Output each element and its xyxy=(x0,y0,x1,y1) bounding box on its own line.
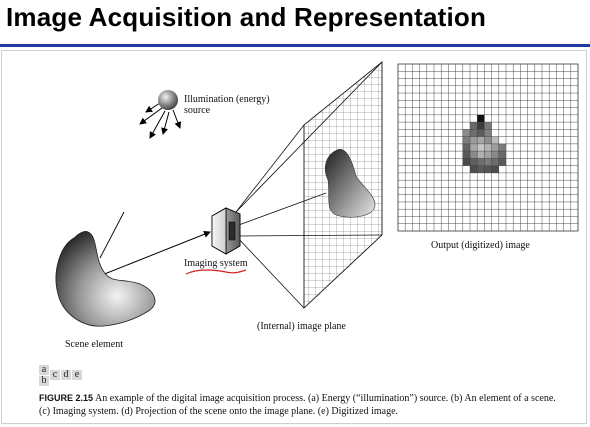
figure-frame xyxy=(1,50,587,424)
digitized-pixel xyxy=(470,151,478,159)
illumination-source xyxy=(139,90,182,139)
digitized-pixel xyxy=(498,151,506,159)
digitized-pixel xyxy=(484,165,492,173)
digitized-pixel xyxy=(484,136,492,144)
ray-arrow xyxy=(172,109,182,129)
digitized-pixel xyxy=(470,165,478,173)
digitized-pixel xyxy=(462,136,470,144)
ray-arrow xyxy=(149,110,166,139)
illumination-label-line2: source xyxy=(184,105,211,116)
digitized-pixel xyxy=(498,143,506,152)
projected-scene xyxy=(325,149,376,218)
red-annotation-underline xyxy=(185,269,247,275)
panel-key-e: e xyxy=(72,370,82,380)
digitized-pixel xyxy=(477,165,485,173)
digitized-pixel xyxy=(462,151,470,159)
caption-text: An example of the digital image acquisit… xyxy=(39,393,556,417)
panel-key-c: c xyxy=(50,370,60,380)
illumination-label: Illumination (energy) xyxy=(184,94,270,105)
digitized-pixel xyxy=(498,158,506,166)
panel-key-d: d xyxy=(61,370,71,380)
scene-element-shape xyxy=(55,231,156,327)
digitized-pixel xyxy=(484,129,492,137)
digitized-pixel xyxy=(477,151,485,159)
ray-arrow xyxy=(139,107,163,125)
digitized-pixel xyxy=(491,158,499,166)
reflected-energy-arrow xyxy=(101,230,211,276)
panel-key-a: a xyxy=(39,365,49,375)
panel-key-b: b xyxy=(39,376,49,386)
digitized-pixel xyxy=(470,143,478,152)
digitized-pixel xyxy=(477,114,485,123)
slide-title: Image Acquisition and Representation xyxy=(6,2,487,32)
output-image-label: Output (digitized) image xyxy=(431,240,530,251)
digitized-pixel xyxy=(470,122,478,130)
title-underline xyxy=(0,44,590,47)
scene-element-label: Scene element xyxy=(65,339,124,350)
output-image-grid xyxy=(397,63,579,232)
projection-rays xyxy=(235,61,383,309)
digitized-pixel xyxy=(477,158,485,166)
digitized-pixel xyxy=(484,151,492,159)
digitized-pixel xyxy=(484,143,492,152)
digitized-pixel xyxy=(470,129,478,137)
figure-number: FIGURE 2.15 xyxy=(39,393,94,403)
figure-caption: FIGURE 2.15 An example of the digital im… xyxy=(39,392,569,418)
digitized-pixel xyxy=(477,122,485,130)
imaging-system-label: Imaging system xyxy=(184,258,248,269)
digitized-pixel xyxy=(462,129,470,137)
digitized-pixel xyxy=(491,165,499,173)
imaging-system-box xyxy=(211,207,241,255)
digitized-pixel xyxy=(484,122,492,130)
digitized-pixel xyxy=(477,143,485,152)
digitized-pixel xyxy=(470,136,478,144)
digitized-pixel xyxy=(491,143,499,152)
digitized-pixel xyxy=(477,136,485,144)
digitized-pixel xyxy=(484,158,492,166)
ray-arrow xyxy=(161,111,170,135)
digitized-pixel xyxy=(477,129,485,137)
ray-arrow xyxy=(145,102,161,113)
digitized-pixel xyxy=(491,151,499,159)
sphere-icon xyxy=(158,90,178,110)
incident-energy-line xyxy=(99,211,125,259)
digitized-pixel xyxy=(462,158,470,166)
image-plane-label: (Internal) image plane xyxy=(257,321,346,332)
digitized-pixel xyxy=(470,158,478,166)
digitized-pixels xyxy=(462,114,506,173)
digitized-pixel xyxy=(462,143,470,152)
digitized-pixel xyxy=(491,136,499,144)
